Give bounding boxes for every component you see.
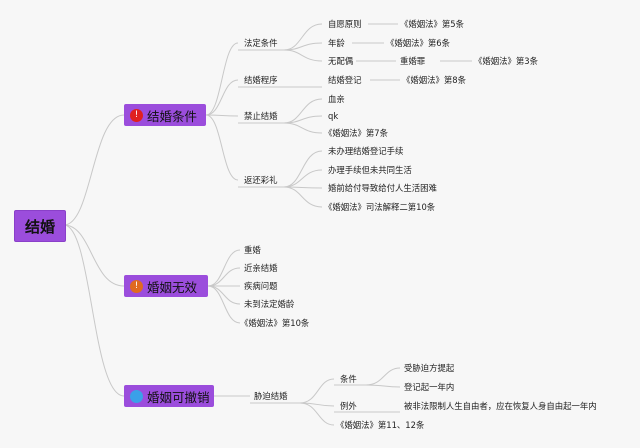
branch-marriage-conditions[interactable]: ! 结婚条件: [124, 104, 206, 126]
node-age[interactable]: 年龄: [328, 38, 345, 48]
node-hardship[interactable]: 婚前给付导致给付人生活困难: [328, 183, 437, 193]
exclamation-icon: !: [130, 108, 143, 122]
node-bigamy-crime[interactable]: 重婚罪: [400, 56, 426, 66]
node-exception[interactable]: 例外: [340, 401, 357, 411]
node-marriage-procedure[interactable]: 结婚程序: [244, 75, 278, 85]
node-voluntary-principle[interactable]: 自愿原则: [328, 19, 362, 29]
node-ref-article-10[interactable]: 《婚姻法》第10条: [240, 318, 310, 328]
node-qk[interactable]: qk: [328, 111, 339, 121]
node-ref-article-6[interactable]: 《婚姻法》第6条: [386, 38, 450, 48]
branch-label: 婚姻无效: [147, 279, 198, 295]
node-no-cohabitation[interactable]: 办理手续但未共同生活: [328, 165, 412, 175]
node-ref-article-5[interactable]: 《婚姻法》第5条: [400, 19, 464, 29]
branch-void-marriage[interactable]: ! 婚姻无效: [124, 275, 208, 297]
node-consanguineous-marriage[interactable]: 近亲结婚: [244, 263, 278, 273]
node-return-betrothal-gifts[interactable]: 返还彩礼: [244, 175, 278, 185]
node-underage[interactable]: 未到法定婚龄: [244, 299, 295, 309]
warning-icon: !: [130, 279, 143, 293]
node-within-one-year[interactable]: 登记起一年内: [404, 382, 455, 392]
node-ref-article-3[interactable]: 《婚姻法》第3条: [474, 56, 538, 66]
node-condition[interactable]: 条件: [340, 374, 357, 384]
node-marriage-registration[interactable]: 结婚登记: [328, 75, 362, 85]
node-bigamy[interactable]: 重婚: [244, 245, 261, 255]
branch-label: 婚姻可撤销: [147, 389, 210, 405]
node-blood-relative[interactable]: 血亲: [328, 94, 345, 104]
branch-label: 结婚条件: [147, 108, 198, 124]
branch-voidable-marriage[interactable]: 婚姻可撤销: [124, 385, 214, 407]
node-coerced-marriage[interactable]: 胁迫结婚: [254, 391, 288, 401]
node-coerced-party-files[interactable]: 受胁迫方提起: [404, 363, 455, 373]
node-no-registration[interactable]: 未办理结婚登记手续: [328, 146, 404, 156]
info-icon: [130, 389, 143, 403]
node-restricted-freedom[interactable]: 被非法限制人生自由者，应在恢复人身自由起一年内: [404, 401, 597, 411]
root-node[interactable]: 结婚: [14, 210, 66, 242]
node-ref-article-11-12[interactable]: 《婚姻法》第11、12条: [336, 420, 425, 430]
node-no-spouse[interactable]: 无配偶: [328, 56, 354, 66]
node-ref-article-7[interactable]: 《婚姻法》第7条: [324, 128, 388, 138]
root-label: 结婚: [24, 217, 55, 236]
node-ref-article-8[interactable]: 《婚姻法》第8条: [402, 75, 466, 85]
node-legal-conditions[interactable]: 法定条件: [244, 38, 278, 48]
node-prohibited-marriage[interactable]: 禁止结婚: [244, 111, 278, 121]
node-disease[interactable]: 疾病问题: [244, 281, 278, 291]
node-ref-judicial-interpretation[interactable]: 《婚姻法》司法解释二第10条: [324, 202, 436, 212]
